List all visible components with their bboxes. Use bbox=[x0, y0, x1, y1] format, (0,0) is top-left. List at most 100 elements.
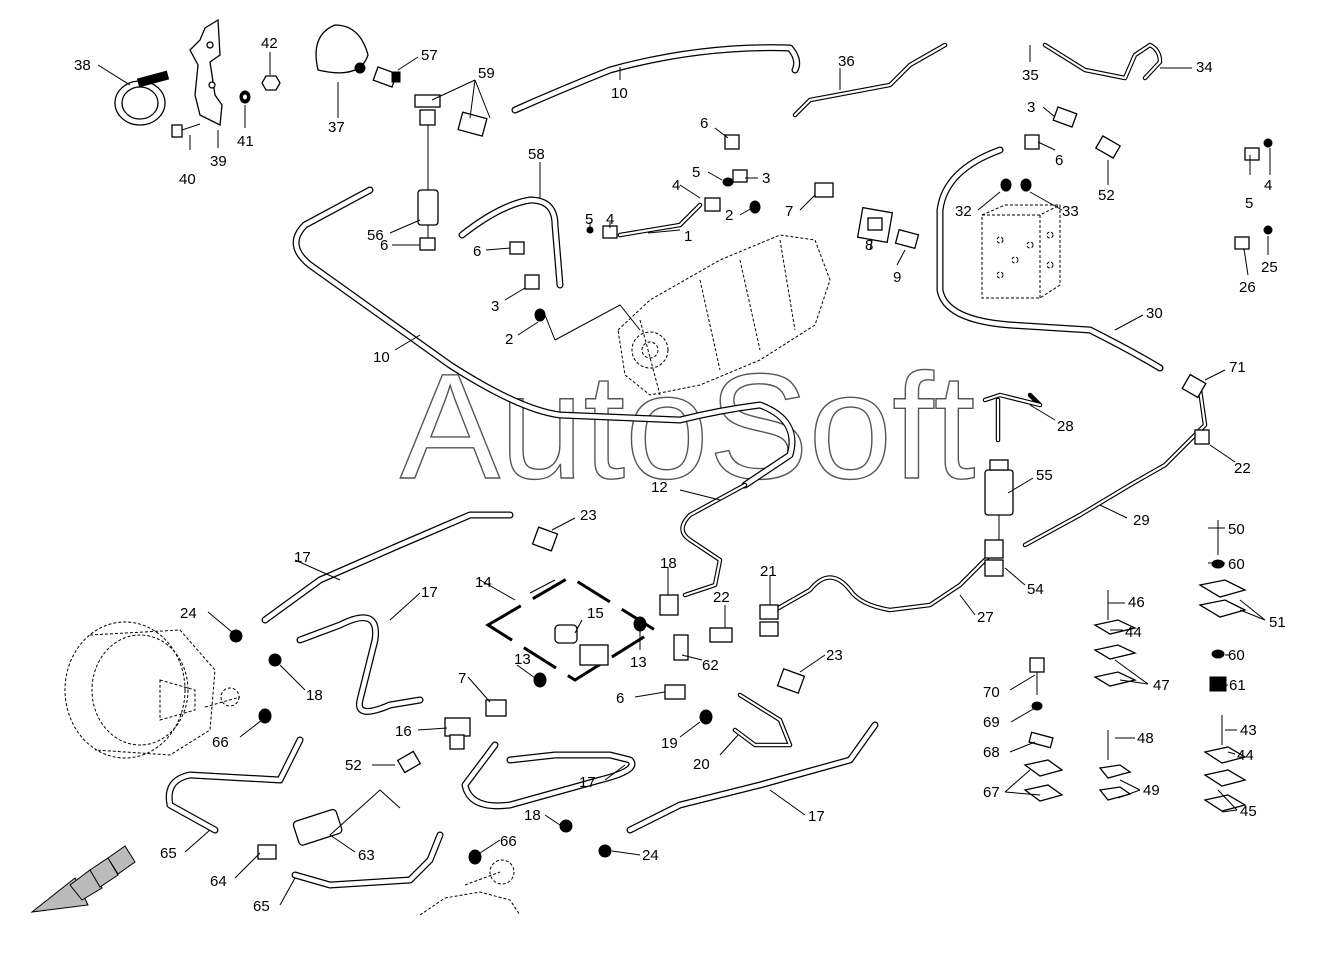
callout-6-pump-top: 6 bbox=[700, 115, 708, 132]
callout-44-bottom: 44 bbox=[1237, 747, 1254, 764]
hose-17-loop bbox=[461, 741, 636, 810]
part-6-elbow-set bbox=[509, 106, 1078, 700]
callout-17-mid: 17 bbox=[421, 584, 438, 601]
part-38-clamp bbox=[114, 70, 170, 126]
part-40-bolt bbox=[171, 123, 201, 138]
callout-19: 19 bbox=[661, 735, 678, 752]
callout-9: 9 bbox=[893, 269, 901, 286]
part-66-fitting bbox=[258, 708, 482, 865]
callout-7-mid: 7 bbox=[458, 670, 466, 687]
callout-60-bottom: 60 bbox=[1228, 647, 1245, 664]
callout-39: 39 bbox=[210, 153, 227, 170]
hydraulic-pump-outline bbox=[617, 234, 831, 396]
callout-65-left: 65 bbox=[160, 845, 177, 862]
callout-41: 41 bbox=[237, 133, 254, 150]
hose-30 bbox=[936, 146, 1164, 372]
callout-49: 49 bbox=[1143, 782, 1160, 799]
callout-36: 36 bbox=[838, 53, 855, 70]
callout-65-bottom: 65 bbox=[253, 898, 270, 915]
callout-16: 16 bbox=[395, 723, 412, 740]
callout-26: 26 bbox=[1239, 279, 1256, 296]
valve-block bbox=[981, 204, 1061, 299]
callout-37: 37 bbox=[328, 119, 345, 136]
callout-71: 71 bbox=[1229, 359, 1246, 376]
callout-62: 62 bbox=[702, 657, 719, 674]
callout-3-pump: 3 bbox=[762, 170, 770, 187]
direction-arrow bbox=[30, 845, 136, 913]
part-13-fitting bbox=[533, 616, 647, 688]
clamp-hardware-set bbox=[1023, 520, 1247, 812]
callout-12: 12 bbox=[651, 479, 668, 496]
callout-17-loop: 17 bbox=[579, 774, 596, 791]
callout-67: 67 bbox=[983, 784, 1000, 801]
callout-18-bottom: 18 bbox=[524, 807, 541, 824]
callout-18-left: 18 bbox=[306, 687, 323, 704]
part-19-fitting bbox=[699, 709, 713, 725]
pipe-28 bbox=[982, 392, 1043, 443]
callout-3-mid: 3 bbox=[491, 298, 499, 315]
callout-50: 50 bbox=[1228, 521, 1245, 538]
callout-6-right: 6 bbox=[1055, 152, 1063, 169]
hose-10 bbox=[292, 44, 801, 489]
part-57-fitting bbox=[372, 66, 401, 88]
callout-60-top: 60 bbox=[1228, 556, 1245, 573]
part-small-fittings bbox=[534, 138, 1273, 322]
callout-22-right: 22 bbox=[1234, 460, 1251, 477]
part-41-washer bbox=[239, 90, 251, 104]
part-15-plug bbox=[554, 624, 578, 644]
callout-14: 14 bbox=[475, 574, 492, 591]
callout-8: 8 bbox=[865, 237, 873, 254]
callout-69: 69 bbox=[983, 714, 1000, 731]
callout-5-mid: 5 bbox=[585, 211, 593, 228]
callout-59: 59 bbox=[478, 65, 495, 82]
callout-35: 35 bbox=[1022, 67, 1039, 84]
watermark-text: AutoSoft bbox=[400, 342, 975, 510]
part-55-filter bbox=[984, 459, 1014, 545]
callout-24-left: 24 bbox=[180, 605, 197, 622]
part-71-elbow bbox=[1181, 373, 1207, 399]
callout-38: 38 bbox=[74, 57, 91, 74]
callout-25: 25 bbox=[1261, 259, 1278, 276]
assembly-box-14 bbox=[485, 575, 658, 682]
callout-4-pump: 4 bbox=[672, 177, 680, 194]
part-37-cap bbox=[315, 24, 369, 74]
callout-6-filter: 6 bbox=[380, 237, 388, 254]
callout-44-top: 44 bbox=[1125, 624, 1142, 641]
callout-34: 34 bbox=[1196, 59, 1213, 76]
pipe-12 bbox=[680, 482, 748, 598]
part-22-tee bbox=[709, 429, 1210, 643]
callout-54: 54 bbox=[1027, 581, 1044, 598]
callout-labels: 38 42 39 41 40 57 59 37 10 36 35 34 3 6 … bbox=[74, 35, 1286, 915]
callout-6-mid: 6 bbox=[473, 243, 481, 260]
hose-17-upper bbox=[261, 511, 514, 624]
callout-61: 61 bbox=[1229, 677, 1246, 694]
callout-2-pump: 2 bbox=[725, 207, 733, 224]
hose-17-lower bbox=[626, 721, 879, 834]
callout-40: 40 bbox=[179, 171, 196, 188]
callout-2-mid: 2 bbox=[505, 331, 513, 348]
callout-10-left: 10 bbox=[373, 349, 390, 366]
callout-52-top: 52 bbox=[1098, 187, 1115, 204]
callout-58: 58 bbox=[528, 146, 545, 163]
callout-57: 57 bbox=[421, 47, 438, 64]
pipe-29 bbox=[1022, 387, 1208, 548]
callout-6-lower: 6 bbox=[616, 690, 624, 707]
part-52-sensor bbox=[396, 135, 1122, 774]
pipe-36 bbox=[792, 42, 948, 118]
callout-23-right: 23 bbox=[826, 647, 843, 664]
part-54-tee bbox=[984, 539, 1004, 577]
callout-7-top: 7 bbox=[785, 203, 793, 220]
callout-20: 20 bbox=[693, 756, 710, 773]
part-8-gasket bbox=[856, 206, 894, 244]
callout-63: 63 bbox=[358, 847, 375, 864]
part-59-tee bbox=[414, 94, 488, 137]
callout-22-mid: 22 bbox=[713, 589, 730, 606]
part-18-fitting-set bbox=[268, 594, 679, 833]
callout-43: 43 bbox=[1240, 722, 1257, 739]
hose-65 bbox=[165, 736, 444, 889]
callout-29: 29 bbox=[1133, 512, 1150, 529]
callout-33: 33 bbox=[1062, 203, 1079, 220]
callout-3-right: 3 bbox=[1027, 99, 1035, 116]
part-63-filter bbox=[292, 808, 343, 846]
